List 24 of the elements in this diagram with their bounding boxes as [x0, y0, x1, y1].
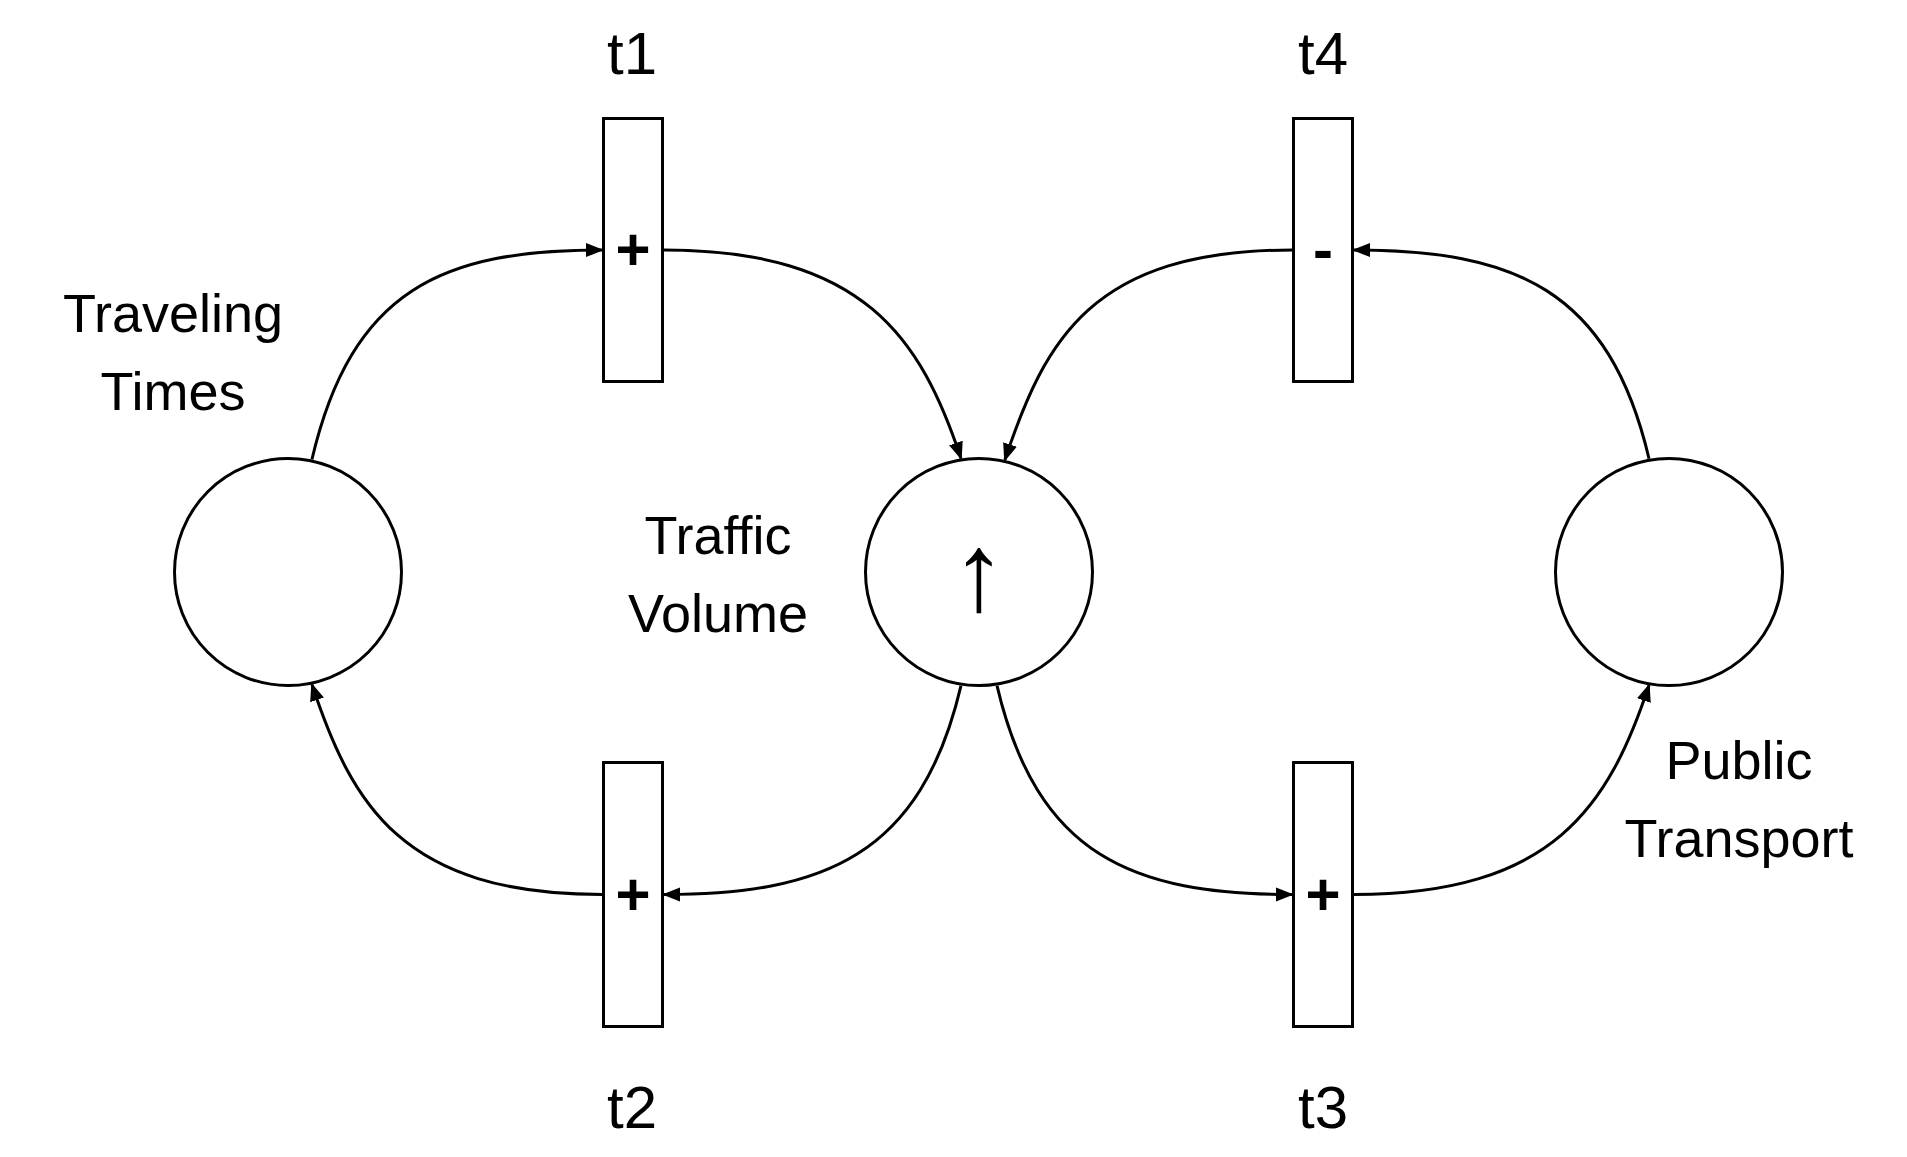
transition-label: t1	[605, 18, 658, 89]
token-symbol: ↑	[951, 517, 1007, 627]
arc-arrow	[310, 243, 604, 460]
place-label: Traveling Times	[61, 281, 285, 423]
transition-bar	[602, 117, 664, 383]
sign-label: -	[1313, 220, 1333, 280]
arc-arrow	[663, 248, 963, 461]
sign-label: +	[615, 864, 651, 925]
place-label: Traffic Volume	[626, 503, 810, 645]
arc-arrow	[662, 685, 963, 902]
arc-arrow	[1003, 248, 1293, 462]
transition-bar	[602, 761, 664, 1028]
transition-label: t3	[1296, 1072, 1349, 1143]
transition-label: t2	[605, 1072, 658, 1143]
transition-bar	[1292, 117, 1354, 383]
arc-arrow	[1353, 683, 1651, 896]
sign-label: +	[1305, 864, 1341, 925]
place-label: Public Transport	[1623, 728, 1855, 870]
arc-arrow	[310, 682, 603, 896]
transition-bar	[1292, 761, 1354, 1028]
arc-arrow	[1352, 243, 1651, 460]
sign-label: +	[615, 220, 651, 280]
arc-arrow	[995, 685, 1294, 902]
transition-label: t4	[1296, 18, 1349, 89]
